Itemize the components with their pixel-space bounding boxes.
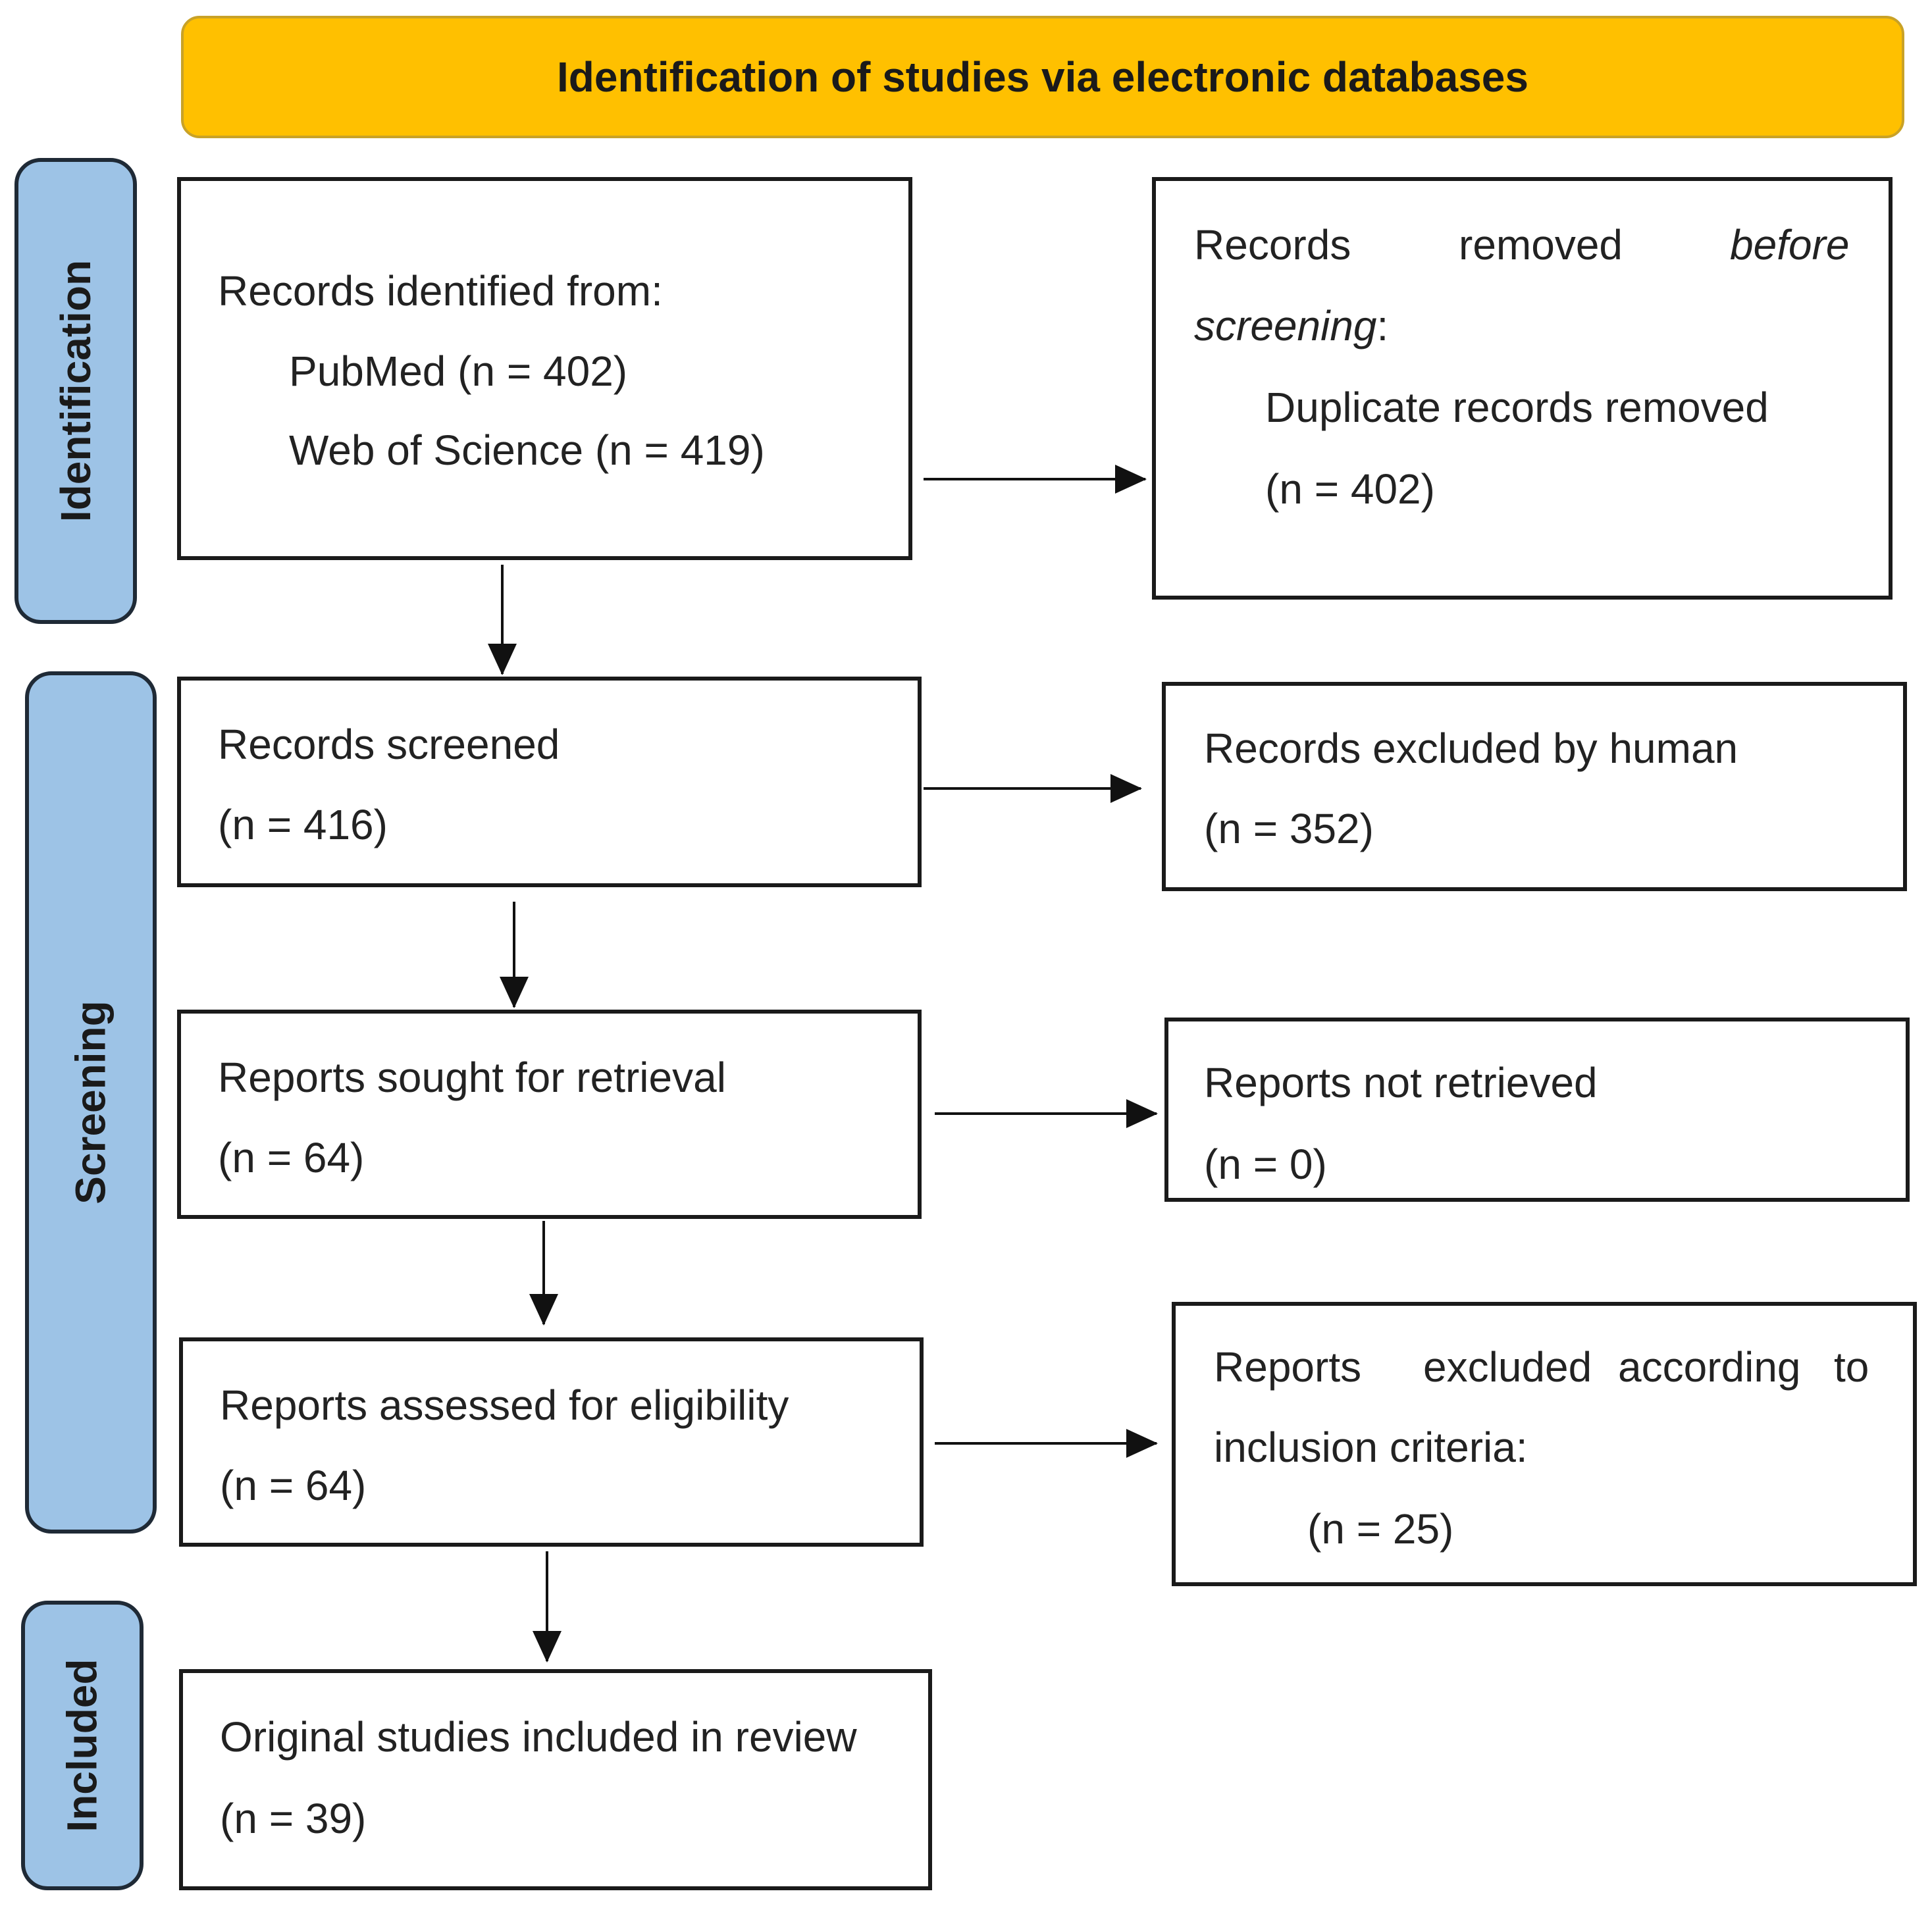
records-removed-word-4: screening [1194,302,1377,349]
records-removed-word-2: removed [1459,221,1623,269]
records-removed-colon: : [1376,302,1389,349]
reports-excluded-word-2: excluded [1423,1343,1592,1391]
box-included: Original studies included in review (n =… [179,1669,932,1890]
records-removed-duplicates: Duplicate records removed [1265,384,1769,431]
box-reports-sought: Reports sought for retrieval (n = 64) [177,1010,922,1219]
records-identified-pubmed: PubMed (n = 402) [289,348,628,395]
reports-assessed-count: (n = 64) [220,1462,367,1509]
box-reports-not-retrieved: Reports not retrieved (n = 0) [1164,1018,1910,1202]
header-banner: Identification of studies via electronic… [181,16,1904,138]
records-removed-count: (n = 402) [1265,465,1435,513]
reports-excluded-criteria: inclusion criteria: [1214,1424,1528,1471]
reports-sought-count: (n = 64) [218,1134,365,1181]
box-records-identified: Records identified from: PubMed (n = 402… [177,177,912,560]
header-title: Identification of studies via electronic… [557,53,1528,101]
records-removed-word-3: before [1730,221,1850,269]
records-removed-line-1b: screening: [1194,301,1388,350]
box-reports-assessed: Reports assessed for eligibility (n = 64… [179,1337,924,1547]
records-screened-count: (n = 416) [218,801,388,848]
included-label: Original studies included in review [220,1713,857,1761]
box-records-excluded: Records excluded by human (n = 352) [1162,682,1907,891]
records-excluded-label: Records excluded by human [1204,725,1738,772]
reports-sought-label: Reports sought for retrieval [218,1054,726,1101]
phase-screening: Screening [25,671,157,1534]
box-records-screened: Records screened (n = 416) [177,677,922,887]
records-identified-heading: Records identified from: [218,267,663,315]
reports-excluded-word-3: according [1618,1343,1801,1391]
phase-identification: Identification [14,158,137,624]
box-reports-excluded: Reports excluded according to inclusion … [1172,1302,1917,1586]
reports-not-retrieved-label: Reports not retrieved [1204,1059,1598,1106]
reports-excluded-count: (n = 25) [1307,1505,1454,1553]
reports-assessed-label: Reports assessed for eligibility [220,1381,789,1429]
reports-excluded-word-4: to [1834,1343,1869,1391]
records-identified-wos: Web of Science (n = 419) [289,426,765,474]
phase-included: Included [21,1601,144,1890]
reports-not-retrieved-count: (n = 0) [1204,1141,1327,1188]
records-screened-label: Records screened [218,721,560,768]
reports-excluded-word-1: Reports [1214,1343,1362,1391]
included-count: (n = 39) [220,1795,367,1842]
records-removed-word-1: Records [1194,221,1351,269]
box-records-removed: Records removed before screening: Duplic… [1152,177,1893,600]
records-excluded-count: (n = 352) [1204,805,1374,852]
